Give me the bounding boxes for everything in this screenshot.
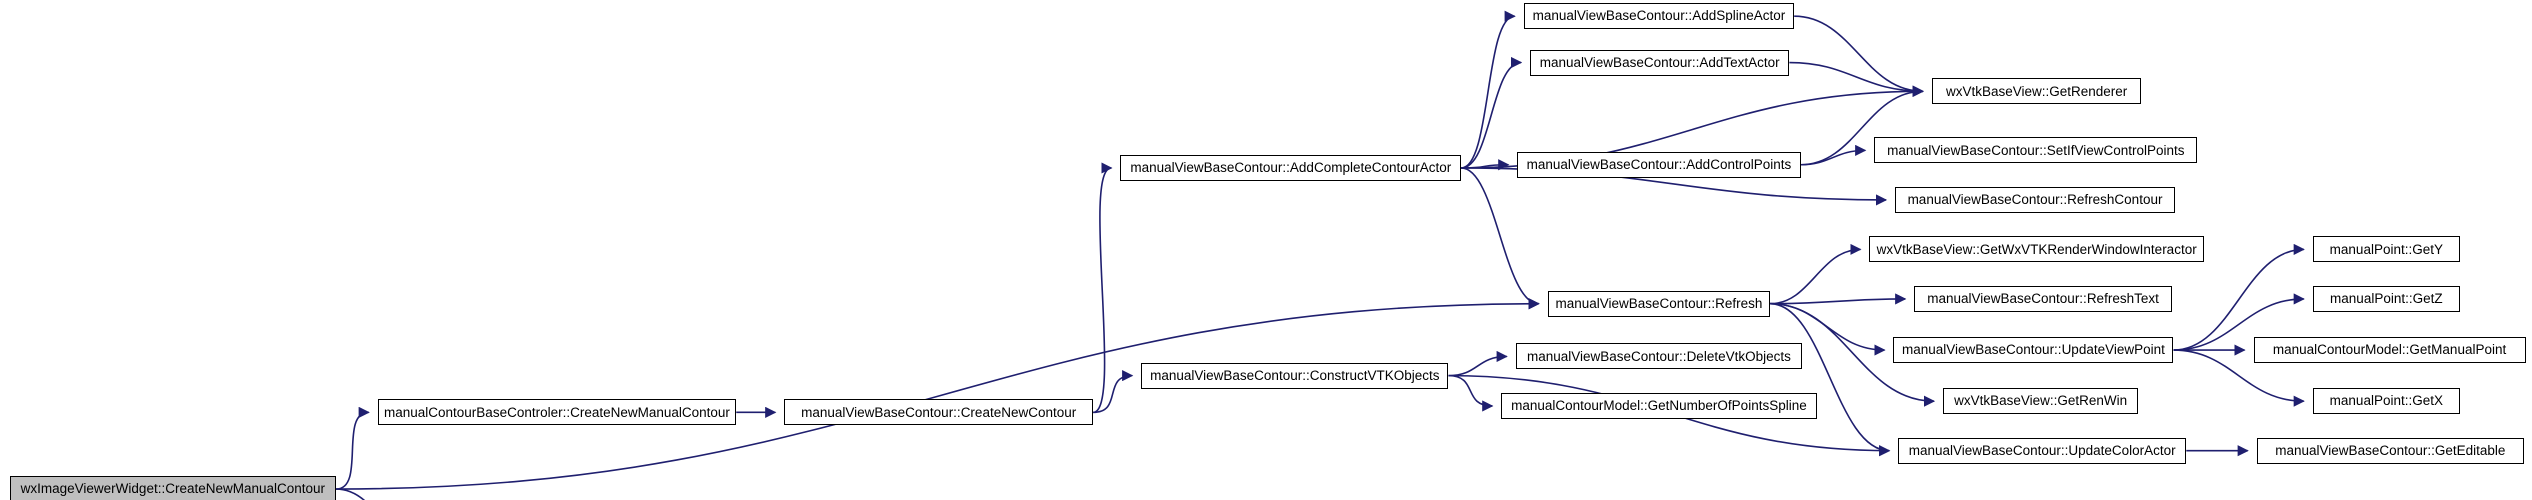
- graph-edge: [336, 488, 365, 500]
- graph-node-label: manualPoint::GetZ: [2330, 291, 2443, 307]
- graph-node[interactable]: manualContourModel::GetNumberOfPointsSpl…: [1501, 392, 1817, 419]
- graph-node-label: manualPoint::GetX: [2329, 393, 2443, 409]
- graph-edge: [1770, 243, 1862, 305]
- graph-node-label: wxVtkBaseView::GetWxVTKRenderWindowInter…: [1876, 241, 2197, 257]
- graph-edge: [336, 406, 370, 490]
- graph-node-label: manualViewBaseContour::AddSplineActor: [1532, 8, 1786, 24]
- graph-edge: [1800, 144, 1867, 166]
- graph-node[interactable]: wxVtkBaseView::GetWxVTKRenderWindowInter…: [1869, 236, 2204, 263]
- graph-node[interactable]: manualViewBaseContour::UpdateViewPoint: [1893, 337, 2174, 364]
- graph-edge: [1794, 15, 1924, 97]
- graph-node[interactable]: wxVtkBaseView::GetRenderer: [1931, 78, 2142, 105]
- graph-edge: [1448, 374, 1494, 412]
- graph-edge: [1461, 56, 1523, 169]
- graph-node-label: manualViewBaseContour::UpdateViewPoint: [1901, 342, 2165, 358]
- graph-node[interactable]: manualViewBaseContour::RefreshText: [1914, 285, 2172, 312]
- graph-edge: [1461, 167, 1540, 310]
- graph-edge: [1093, 370, 1134, 414]
- graph-node[interactable]: manualPoint::GetX: [2312, 388, 2460, 415]
- graph-node[interactable]: manualViewBaseContour::ConstructVTKObjec…: [1141, 362, 1449, 389]
- graph-node[interactable]: manualPoint::GetZ: [2312, 285, 2460, 312]
- graph-node-label: manualViewBaseContour::SetIfViewControlP…: [1887, 142, 2185, 158]
- graph-node-label: manualViewBaseContour::RefreshText: [1927, 291, 2159, 307]
- graph-node-label: manualViewBaseContour::DeleteVtkObjects: [1526, 348, 1791, 364]
- graph-node[interactable]: wxVtkBaseView::GetRenWin: [1943, 388, 2139, 415]
- graph-edge: [1448, 350, 1508, 377]
- graph-edge: [1461, 10, 1516, 169]
- graph-node-label: manualViewBaseContour::Refresh: [1555, 295, 1763, 311]
- graph-node[interactable]: manualViewBaseContour::CreateNewContour: [784, 399, 1094, 426]
- graph-node-label: manualViewBaseContour::AddCompleteContou…: [1130, 160, 1452, 176]
- graph-edge: [1789, 61, 1924, 97]
- graph-node-label: manualContourModel::GetManualPoint: [2272, 342, 2507, 358]
- graph-node-label: manualContourBaseControler::CreateNewMan…: [384, 404, 730, 420]
- graph-edge: [1461, 159, 1510, 171]
- graph-node-label: manualViewBaseContour::CreateNewContour: [801, 404, 1077, 420]
- graph-node-label: wxVtkBaseView::GetRenderer: [1945, 83, 2128, 99]
- graph-node[interactable]: manualViewBaseContour::RefreshContour: [1894, 186, 2176, 213]
- graph-node[interactable]: manualViewBaseContour::UpdateColorActor: [1898, 437, 2187, 464]
- graph-node-label: manualContourModel::GetNumberOfPointsSpl…: [1511, 398, 1807, 414]
- graph-edge: [1770, 302, 1891, 457]
- graph-node-label: manualPoint::GetY: [2329, 241, 2443, 257]
- graph-node[interactable]: manualContourModel::GetManualPoint: [2253, 337, 2526, 364]
- graph-node[interactable]: manualContourBaseControler::CreateNewMan…: [377, 399, 737, 426]
- graph-edge: [2173, 243, 2305, 351]
- graph-node[interactable]: manualViewBaseContour::AddControlPoints: [1517, 151, 1801, 178]
- graph-node[interactable]: manualViewBaseContour::DeleteVtkObjects: [1515, 343, 1803, 370]
- graph-edge: [336, 298, 1540, 490]
- graph-node-label: manualViewBaseContour::GetEditable: [2275, 442, 2506, 458]
- graph-edge: [1770, 293, 1907, 305]
- graph-node-label: manualViewBaseContour::ConstructVTKObjec…: [1150, 367, 1440, 383]
- graph-node-label: wxImageViewerWidget::CreateNewManualCont…: [20, 481, 326, 497]
- graph-node[interactable]: wxImageViewerWidget::CreateNewManualCont…: [9, 476, 337, 500]
- graph-node-label: manualViewBaseContour::AddControlPoints: [1526, 157, 1792, 172]
- graph-node[interactable]: manualViewBaseContour::Refresh: [1547, 290, 1771, 317]
- graph-node[interactable]: manualViewBaseContour::AddCompleteContou…: [1120, 154, 1462, 181]
- graph-node[interactable]: manualViewBaseContour::AddSplineActor: [1523, 3, 1795, 30]
- graph-node-label: manualViewBaseContour::AddTextActor: [1539, 54, 1780, 70]
- graph-node-label: manualViewBaseContour::RefreshContour: [1907, 192, 2163, 208]
- graph-node[interactable]: manualViewBaseContour::GetEditable: [2256, 437, 2524, 464]
- graph-node-label: wxVtkBaseView::GetRenWin: [1954, 393, 2128, 409]
- graph-node-label: manualViewBaseContour::UpdateColorActor: [1908, 442, 2176, 458]
- graph-node[interactable]: manualPoint::GetY: [2312, 236, 2460, 263]
- graph-node[interactable]: manualViewBaseContour::SetIfViewControlP…: [1874, 137, 2198, 164]
- graph-node[interactable]: manualViewBaseContour::AddTextActor: [1530, 49, 1790, 76]
- graph-edge: [1092, 162, 1113, 414]
